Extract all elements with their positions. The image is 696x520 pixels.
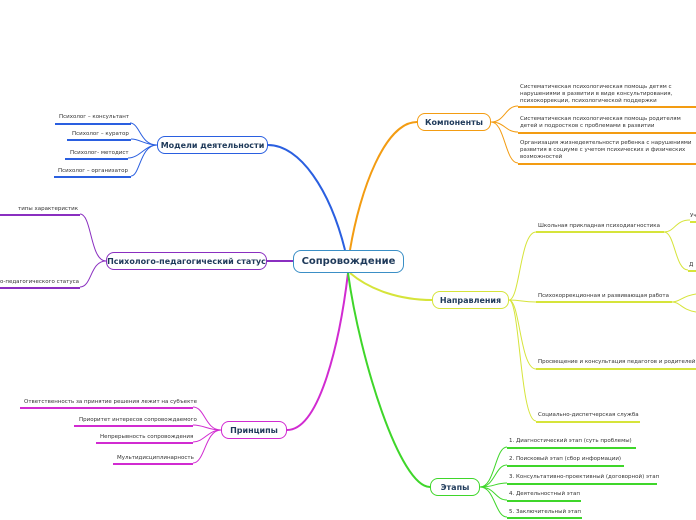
leaf-multidisciplinary[interactable]: Мультидисциплинарность <box>117 455 194 461</box>
leaf-continuity[interactable]: Непрерывность сопровождения <box>100 434 194 440</box>
leaf-characteristic-types[interactable]: типы характеристик <box>18 206 79 212</box>
leaf-stage-5[interactable]: 5. Заключительный этап <box>509 509 581 515</box>
branch-components[interactable]: Компоненты <box>417 113 491 131</box>
principles-connectors <box>192 272 349 464</box>
leaf-stage-4[interactable]: 4. Деятельностный этап <box>509 491 580 497</box>
models-connectors <box>127 122 346 251</box>
leaf-sub-d[interactable]: Д <box>689 262 694 268</box>
underline-directions-3 <box>536 368 696 370</box>
underline-stages-5 <box>507 517 582 519</box>
leaf-psych-organizer[interactable]: Психолог – организатор <box>58 168 129 174</box>
branch-directions[interactable]: Направления <box>432 291 509 309</box>
leaf-correction-work[interactable]: Психокоррекционная и развивающая работа <box>538 293 669 299</box>
leaf-responsibility[interactable]: Ответственность за принятие решения лежи… <box>24 399 197 405</box>
underline-models-1 <box>55 123 131 125</box>
leaf-psych-methodist[interactable]: Психолог- методист <box>70 150 129 156</box>
leaf-psychodiagnostics[interactable]: Школьная прикладная психодиагностика <box>538 223 660 229</box>
leaf-stage-3[interactable]: 3. Консультативно-проективный (договорно… <box>509 474 660 480</box>
underline-models-4 <box>54 176 131 178</box>
underline-principles-4 <box>113 463 193 465</box>
central-topic[interactable]: Сопровождение <box>293 250 404 273</box>
underline-stages-3 <box>507 483 657 485</box>
branch-models[interactable]: Модели деятельности <box>157 136 268 154</box>
underline-components-1 <box>518 106 696 108</box>
underline-models-2 <box>67 139 131 141</box>
underline-principles-3 <box>96 442 193 444</box>
underline-status-1 <box>0 214 80 216</box>
underline-sub-2 <box>688 270 696 272</box>
underline-principles-1 <box>20 407 193 409</box>
leaf-stage-2[interactable]: 2. Поисковый этап (сбор информации) <box>509 456 622 462</box>
branch-status[interactable]: Психолого-педагогический статус <box>106 252 267 270</box>
underline-principles-2 <box>74 425 193 427</box>
underline-directions-1 <box>536 231 664 233</box>
underline-stages-1 <box>507 447 636 449</box>
underline-components-2 <box>518 132 696 134</box>
underline-directions-2 <box>536 301 672 303</box>
underline-components-3 <box>518 163 696 165</box>
leaf-help-parents[interactable]: Систематическая психологическая помощь р… <box>520 116 681 129</box>
branch-stages[interactable]: Этапы <box>430 478 480 496</box>
underline-models-3 <box>65 158 128 160</box>
leaf-psych-consultant[interactable]: Психолог – консультант <box>59 114 130 120</box>
leaf-help-children[interactable]: Систематическая психологическая помощь д… <box>520 84 673 104</box>
directions-connectors <box>349 219 696 422</box>
leaf-education-consulting[interactable]: Просвещение и консультация педагогов и р… <box>538 359 696 365</box>
leaf-social-dispatch[interactable]: Социально-диспетчерская служба <box>538 412 639 418</box>
leaf-sub-uch[interactable]: Уч <box>690 213 696 219</box>
stages-connectors <box>347 272 508 518</box>
leaf-priority[interactable]: Приоритет интересов сопровождаемого <box>79 417 197 423</box>
underline-directions-4 <box>536 421 640 423</box>
leaf-psych-curator[interactable]: Психолог – куратор <box>72 131 129 137</box>
status-connectors <box>79 213 293 288</box>
components-connectors <box>349 105 519 251</box>
leaf-stage-1[interactable]: 1. Диагностический этап (суть проблемы) <box>509 438 632 444</box>
underline-status-2 <box>0 287 80 289</box>
branch-principles[interactable]: Принципы <box>221 421 287 439</box>
leaf-life-organization[interactable]: Организация жизнедеятельности ребенка с … <box>520 140 692 160</box>
leaf-status-partial[interactable]: о-педагогического статуса <box>0 279 80 285</box>
underline-stages-2 <box>507 465 624 467</box>
underline-sub-1 <box>690 221 696 223</box>
underline-stages-4 <box>507 500 581 502</box>
